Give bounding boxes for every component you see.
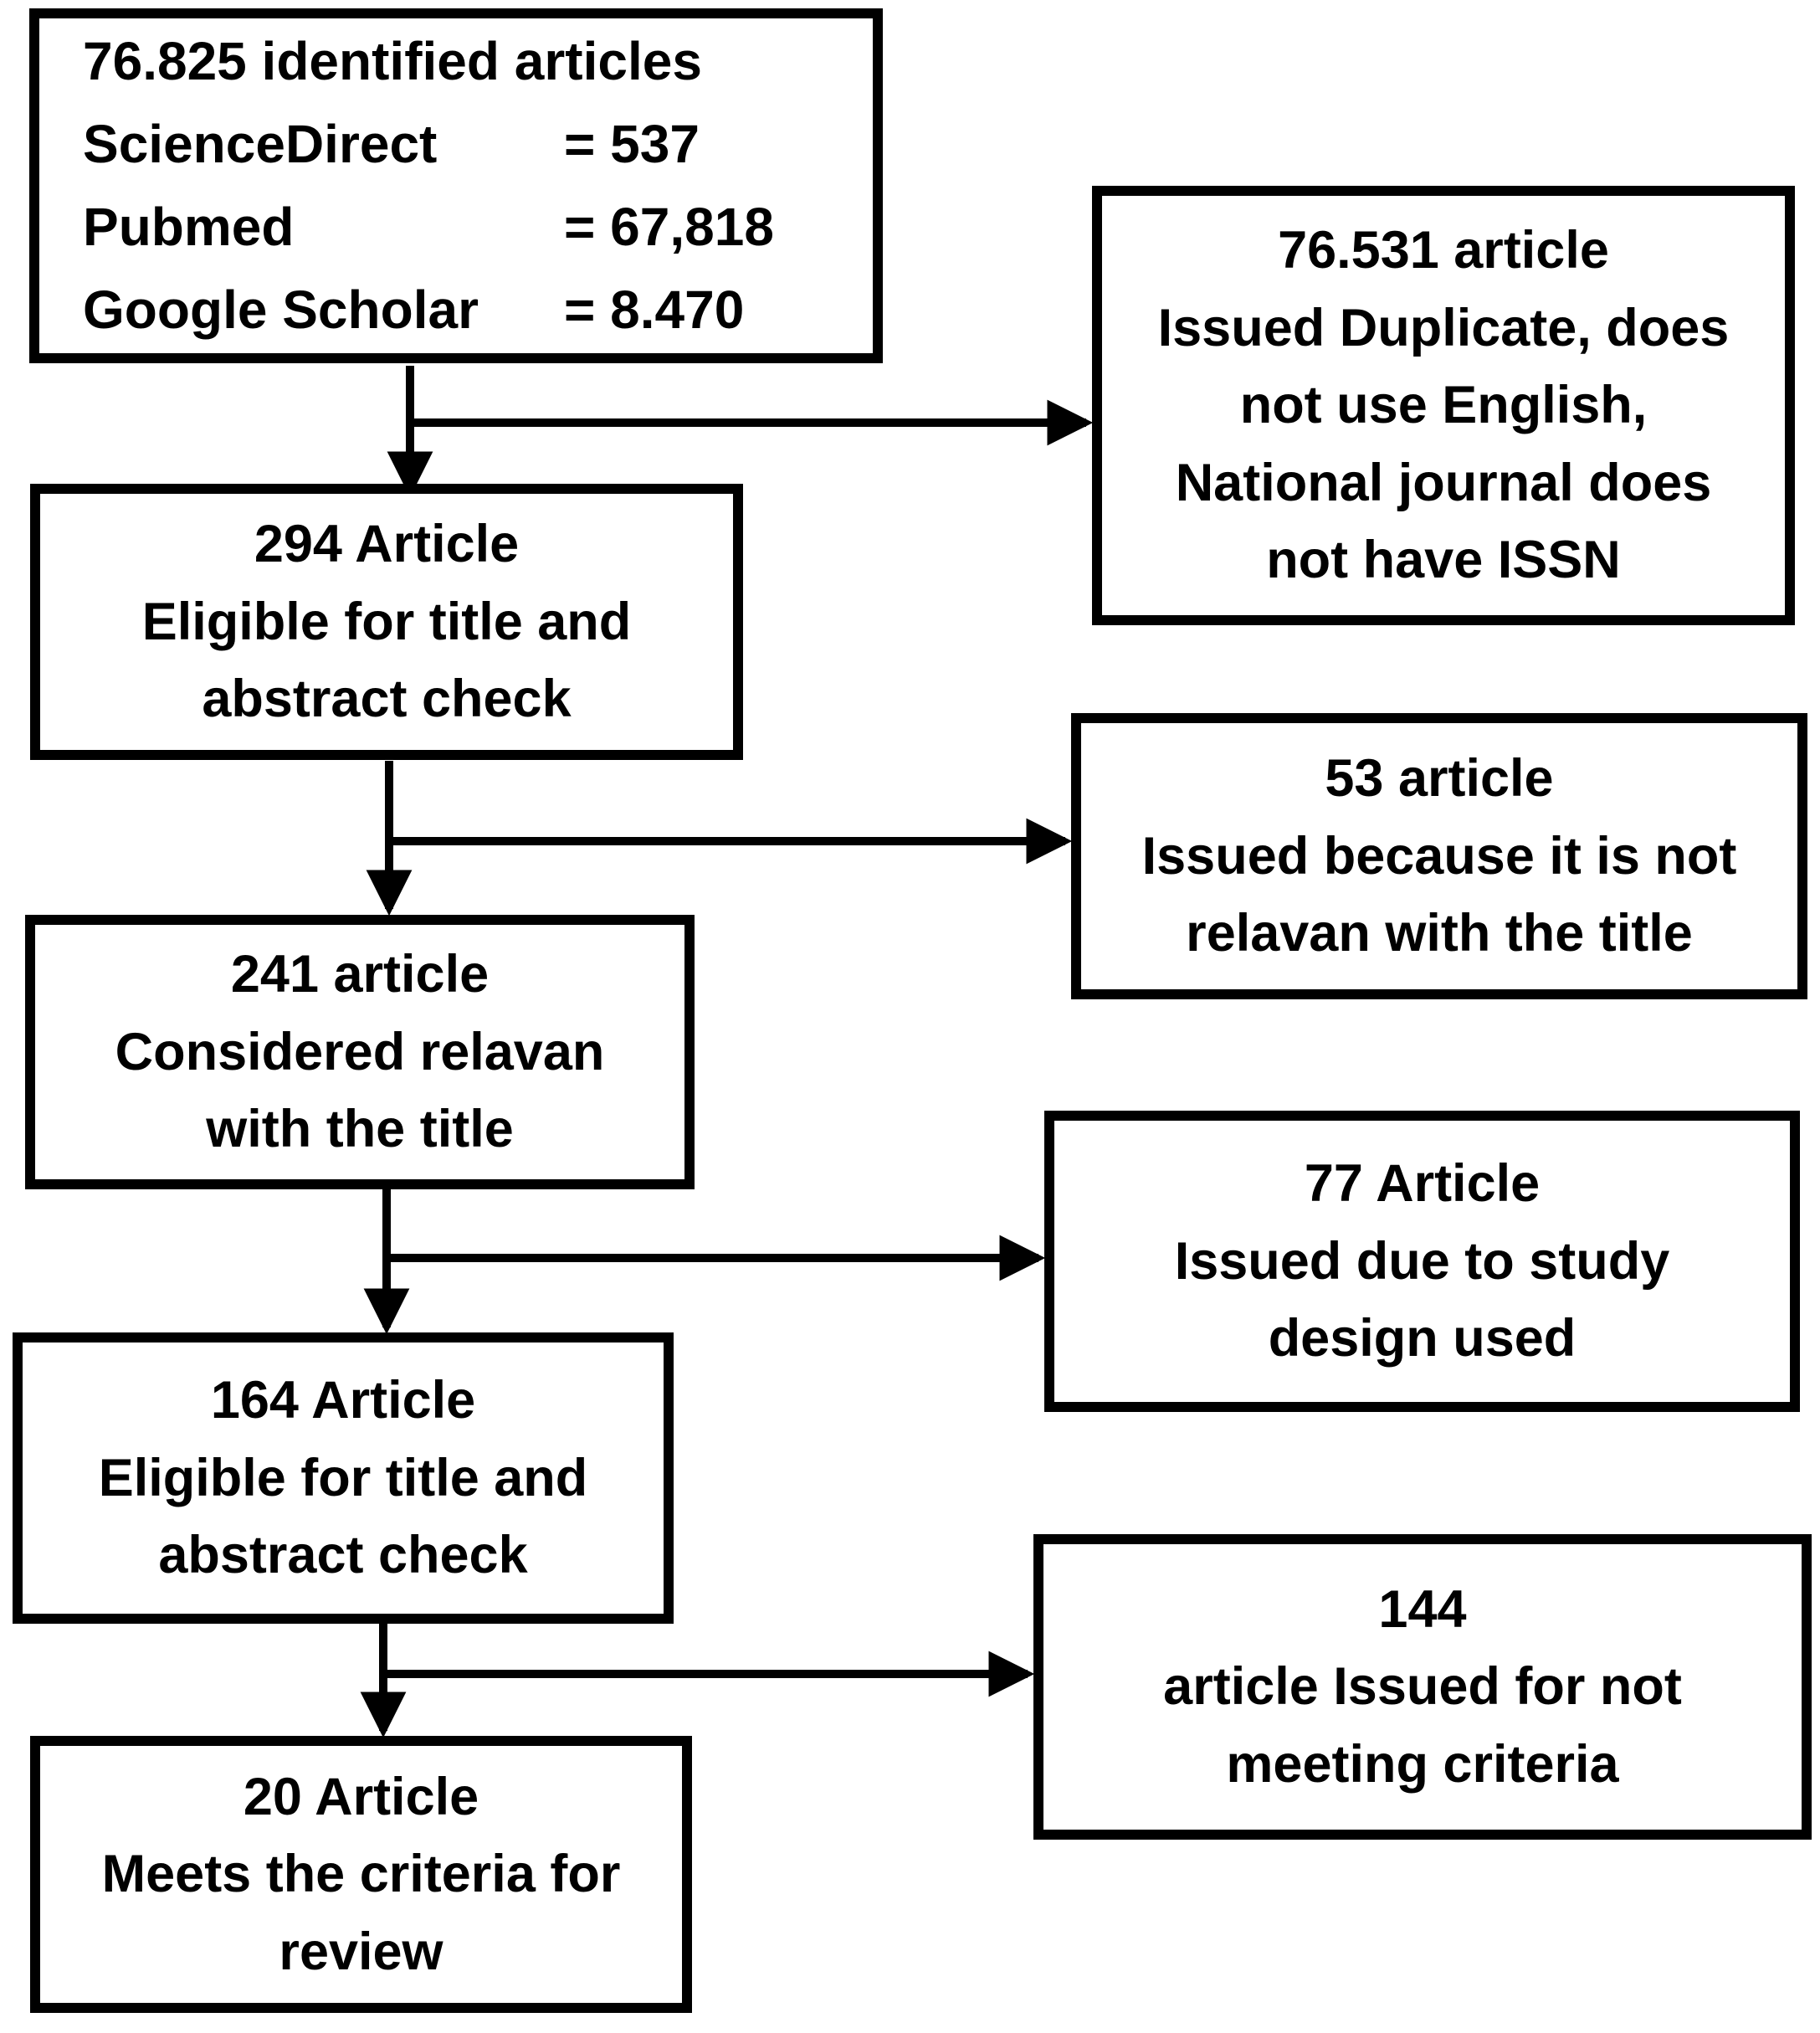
- box-excluded-criteria: 144 article Issued for not meeting crite…: [1033, 1534, 1812, 1840]
- final-review-text: 20 Article Meets the criteria for review: [101, 1767, 621, 1981]
- source-row-sciencedirect: ScienceDirect = 537: [83, 103, 848, 186]
- identified-heading: 76.825 identified articles: [83, 30, 702, 91]
- excluded-not-relevant-text: 53 article Issued because it is not rela…: [1141, 749, 1737, 963]
- box-eligible-title-abstract-2: 164 Article Eligible for title and abstr…: [13, 1332, 674, 1624]
- box-excluded-study-design: 77 Article Issued due to study design us…: [1044, 1111, 1800, 1412]
- source-count: = 537: [564, 113, 700, 174]
- box-considered-relevant: 241 article Considered relavan with the …: [25, 915, 695, 1189]
- box-final-review: 20 Article Meets the criteria for review: [30, 1736, 692, 2013]
- excluded-initial-text: 76.531 article Issued Duplicate, does no…: [1157, 220, 1730, 590]
- source-name: Google Scholar: [83, 280, 479, 341]
- source-name: Pubmed: [83, 197, 295, 257]
- excluded-criteria-text: 144 article Issued for not meeting crite…: [1163, 1579, 1682, 1794]
- excluded-study-design-text: 77 Article Issued due to study design us…: [1174, 1154, 1670, 1368]
- box-identified-articles: 76.825 identified articles ScienceDirect…: [29, 8, 883, 363]
- box-eligible-title-abstract-1: 294 Article Eligible for title and abstr…: [30, 484, 743, 760]
- source-count: = 67,818: [564, 197, 774, 257]
- considered-relevant-text: 241 article Considered relavan with the …: [115, 945, 605, 1159]
- source-name: ScienceDirect: [83, 113, 438, 174]
- source-row-google-scholar: Google Scholar = 8.470: [83, 269, 848, 352]
- source-row-pubmed: Pubmed = 67,818: [83, 186, 848, 269]
- box-excluded-not-relevant: 53 article Issued because it is not rela…: [1071, 713, 1807, 999]
- eligible1-text: 294 Article Eligible for title and abstr…: [141, 515, 632, 729]
- source-count: = 8.470: [564, 280, 745, 341]
- eligible2-text: 164 Article Eligible for title and abstr…: [98, 1371, 588, 1585]
- box-excluded-initial: 76.531 article Issued Duplicate, does no…: [1092, 186, 1795, 625]
